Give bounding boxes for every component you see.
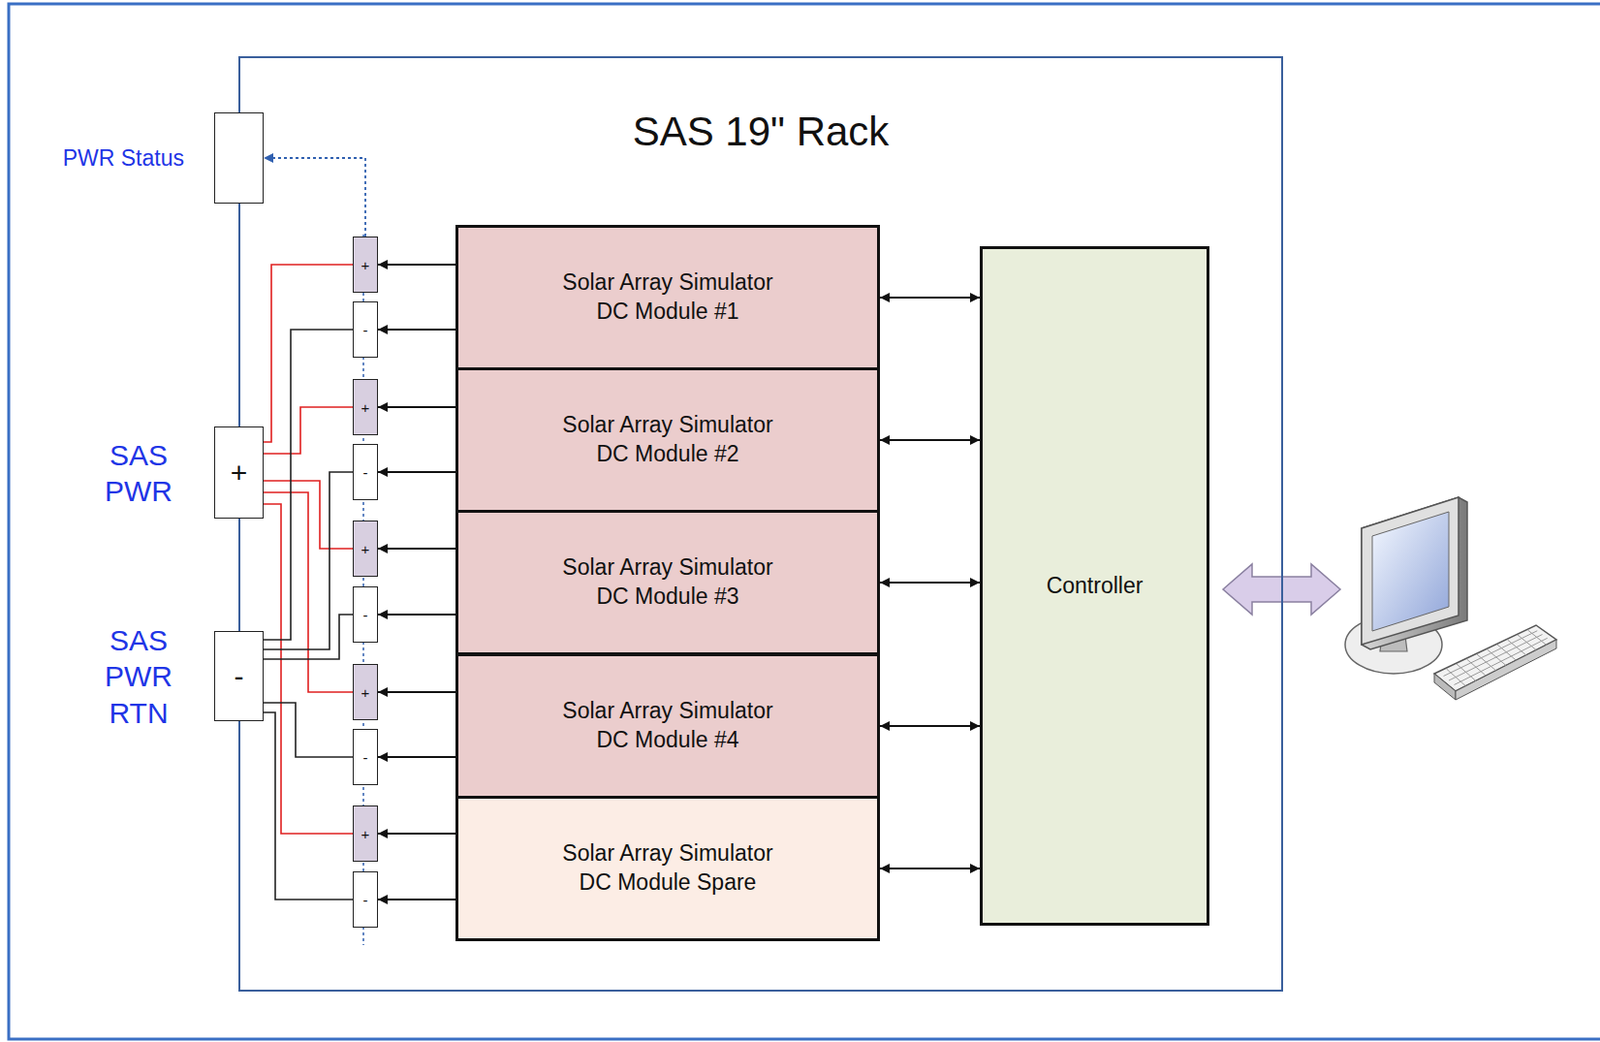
rack-enclosure: SAS 19" Rack + - + - + - + - + - Solar Array Simula… (238, 56, 1284, 992)
connector-label: PWR Status (62, 144, 185, 173)
signal-arrow (377, 690, 456, 693)
signal-arrow (377, 832, 456, 835)
status-connector: PWR Status (214, 112, 264, 204)
key-column (1497, 644, 1516, 660)
polarity-sign: + (361, 257, 371, 273)
sas-dc-module: Solar Array Simulator DC Module #2 (455, 367, 880, 513)
box-label: Solar Array Simulator DC Module #2 (551, 410, 785, 470)
polarity-sign: + (230, 458, 249, 488)
polarity-sign: + (361, 685, 371, 700)
polarity-sign: - (363, 607, 369, 623)
sas-dc-module: Solar Array Simulator DC Module Spare (455, 795, 880, 942)
power-wire (263, 614, 353, 659)
key-column (1517, 634, 1537, 651)
key-row (1443, 630, 1538, 677)
controller-box: Controller (979, 246, 1210, 926)
key-column (1467, 658, 1487, 676)
keyboard-keys (1443, 629, 1548, 687)
key-row (1454, 637, 1548, 685)
box-label: Solar Array Simulator DC Module #3 (551, 553, 785, 612)
keyboard-side (1434, 673, 1456, 700)
signal-arrow (377, 328, 456, 331)
connector-label: SAS PWR (104, 436, 173, 509)
computer-icon (1345, 497, 1557, 700)
rack-title: SAS 19" Rack (240, 108, 1282, 156)
power-connector: SAS PWR+ (214, 426, 264, 519)
signal-arrow (879, 581, 980, 584)
terminal-block: + (352, 520, 378, 577)
signal-arrow (377, 755, 456, 758)
box-label: Solar Array Simulator DC Module Spare (551, 839, 785, 898)
polarity-sign: + (361, 400, 371, 415)
key-column (1487, 649, 1507, 666)
terminal-block: - (352, 871, 378, 928)
key-column (1528, 629, 1547, 645)
polarity-sign: - (363, 750, 369, 765)
key-column (1446, 668, 1467, 687)
terminal-block: + (352, 805, 378, 862)
power-wire (263, 503, 353, 834)
signal-arrow (377, 263, 456, 266)
monitor-frame (1361, 497, 1468, 650)
sas-dc-module: Solar Array Simulator DC Module #3 (455, 509, 880, 656)
terminal-block: - (352, 301, 378, 358)
power-wire (263, 702, 353, 757)
monitor-screen (1372, 511, 1449, 631)
signal-arrow (377, 406, 456, 408)
polarity-sign: - (363, 322, 369, 338)
power-wire (263, 329, 353, 640)
outer-frame (8, 3, 1600, 1039)
signal-arrow (377, 470, 456, 473)
polarity-sign: - (363, 465, 369, 480)
status-signal (263, 157, 366, 237)
box-label: Solar Array Simulator DC Module #4 (551, 696, 785, 755)
signal-arrow (377, 898, 456, 901)
connector-label: SAS PWR RTN (104, 621, 173, 731)
polarity-sign: - (234, 661, 245, 691)
power-wire (263, 712, 353, 900)
power-wire (263, 492, 353, 692)
power-wire (263, 407, 353, 454)
signal-arrow (879, 439, 980, 441)
terminal-block: - (352, 586, 378, 643)
key-row (1448, 634, 1543, 682)
terminal-block: + (352, 663, 378, 721)
monitor-bezel (1361, 497, 1459, 645)
signal-arrow (879, 296, 980, 299)
signal-arrow (879, 724, 980, 727)
terminal-block: + (352, 236, 378, 293)
polarity-sign: - (363, 892, 369, 908)
key-column (1507, 639, 1527, 656)
key-column (1476, 654, 1497, 671)
terminal-block: - (352, 443, 378, 501)
key-column (1456, 663, 1476, 681)
power-wire (263, 264, 353, 442)
signal-arrow (377, 547, 456, 550)
signal-arrow (879, 867, 980, 870)
box-label: Controller (1046, 572, 1144, 599)
polarity-sign: + (361, 541, 371, 557)
terminal-block: - (352, 728, 378, 785)
polarity-sign: + (361, 826, 371, 842)
signal-arrow (377, 613, 456, 616)
terminal-block: + (352, 378, 378, 436)
sas-dc-module: Solar Array Simulator DC Module #4 (455, 653, 880, 799)
sas-dc-module: Solar Array Simulator DC Module #1 (455, 224, 880, 371)
power-return-connector: SAS PWR RTN- (214, 630, 264, 722)
box-label: Solar Array Simulator DC Module #1 (551, 268, 785, 327)
